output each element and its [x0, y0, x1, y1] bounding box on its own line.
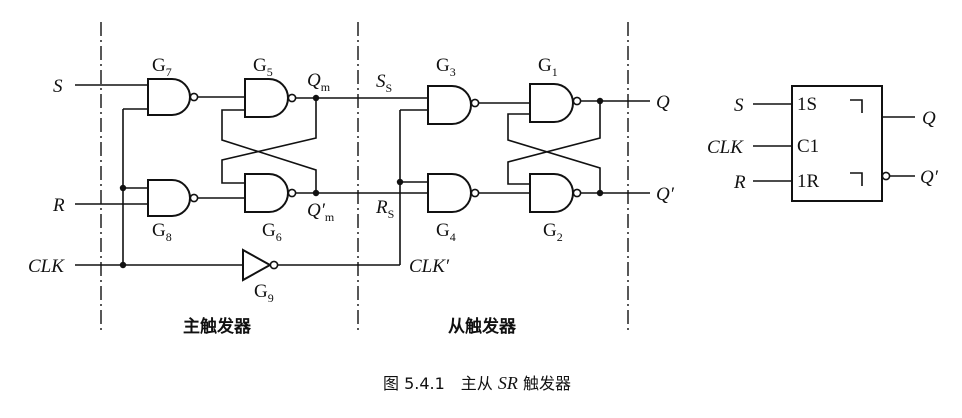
symbol-label-clk: CLK — [707, 137, 744, 158]
gate-g8-bubble — [189, 193, 199, 203]
junction-clk-g8 — [119, 184, 127, 192]
postponed-mark-q-bar — [850, 172, 863, 186]
symbol-label-r: R — [733, 172, 746, 193]
symbol-label-q: Q — [922, 108, 936, 129]
label-q-bar: Q′ — [656, 184, 675, 205]
label-qm: Qm — [307, 70, 331, 94]
label-g6: G6 — [262, 220, 282, 244]
junction-clk-main — [119, 261, 127, 269]
label-g1: G1 — [538, 55, 558, 79]
label-ss: SS — [376, 71, 392, 95]
label-qm-bar: Q′m — [307, 200, 335, 224]
wire-slave-cross-1 — [507, 101, 601, 185]
symbol-label-s: S — [734, 95, 744, 116]
junction-clk-bar-g4 — [396, 178, 404, 186]
label-g4: G4 — [436, 220, 456, 244]
gate-g6 — [244, 173, 289, 213]
label-r: R — [52, 195, 65, 216]
label-clk-bar: CLK′ — [409, 256, 450, 277]
gate-g5 — [244, 78, 289, 118]
gate-g3-bubble — [470, 98, 480, 108]
section-master-label: 主触发器 — [183, 316, 252, 337]
symbol-pin-1r: 1R — [797, 171, 820, 192]
gate-g1 — [529, 83, 574, 123]
label-g2: G2 — [543, 220, 563, 244]
label-s: S — [53, 76, 63, 97]
label-clk: CLK — [28, 256, 65, 277]
section-slave-label: 从触发器 — [448, 316, 517, 337]
symbol-pin-c1: C1 — [797, 136, 819, 157]
wire-slave-cross-2 — [507, 113, 601, 193]
gate-g9-bubble — [269, 260, 279, 270]
label-rs: RS — [375, 197, 394, 221]
gate-g7 — [147, 78, 191, 116]
label-g8: G8 — [152, 220, 172, 244]
gate-g2-bubble — [572, 188, 582, 198]
wire-master-cross-2 — [221, 109, 317, 193]
gate-g3 — [427, 85, 472, 125]
figure-caption: 图 5.4.1 主从 SR 触发器 — [383, 373, 571, 393]
gate-g5-bubble — [287, 93, 297, 103]
label-g3: G3 — [436, 55, 456, 79]
label-g7: G7 — [152, 55, 172, 79]
label-g9: G9 — [254, 281, 274, 305]
label-g5: G5 — [253, 55, 273, 79]
gate-g6-bubble — [287, 188, 297, 198]
gate-g4-bubble — [470, 188, 480, 198]
gate-g2 — [529, 173, 574, 213]
symbol-box — [791, 85, 883, 202]
gate-g8 — [147, 179, 191, 217]
wire-master-cross-1 — [221, 98, 317, 184]
label-q: Q — [656, 92, 670, 113]
postponed-mark-q — [850, 99, 863, 113]
symbol-label-q-bar: Q′ — [920, 167, 939, 188]
gate-g7-bubble — [189, 92, 199, 102]
gate-g1-bubble — [572, 96, 582, 106]
flip-flop-symbol: 1S C1 1R S CLK R Q Q′ — [707, 85, 939, 202]
gate-g4 — [427, 173, 472, 213]
gate-g9 — [242, 248, 273, 282]
symbol-q-bar-bubble — [881, 171, 891, 181]
symbol-pin-1s: 1S — [797, 94, 817, 115]
